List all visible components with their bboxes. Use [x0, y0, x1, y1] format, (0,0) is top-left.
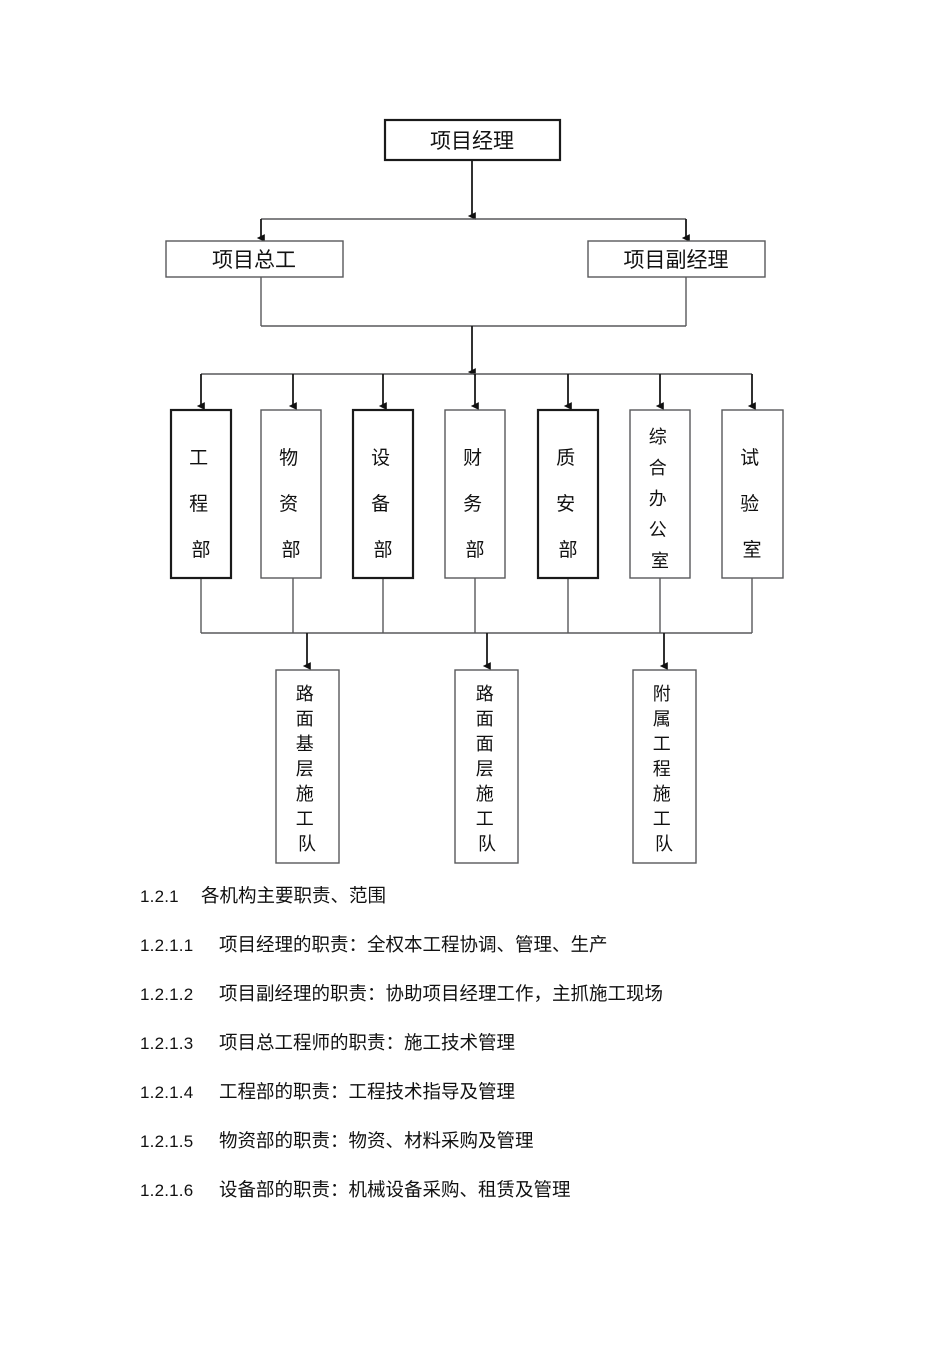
section-text: 项目副经理的职责：协助项目经理工作，主抓施工现场 [219, 985, 664, 1005]
section-text: 项目经理的职责：全权本工程协调、管理、生产 [219, 936, 608, 956]
node-label-pavement-base-team: 路 面 基 层 施 工 队 [296, 684, 319, 854]
node-label-deputy-project-manager: 项目副经理 [624, 248, 729, 272]
section-number: 1.2.1.2 [140, 985, 194, 1004]
section-paragraph-1-2-1-2: 1.2.1.2 项目副经理的职责：协助项目经理工作，主抓施工现场 [0, 970, 950, 1019]
section-number: 1.2.1 [140, 887, 179, 906]
section-text: 各机构主要职责、范围 [201, 887, 387, 907]
section-paragraph-1-2-1-4: 1.2.1.4 工程部的职责：工程技术指导及管理 [0, 1068, 950, 1117]
section-heading-1-2-1: 1.2.1 各机构主要职责、范围 [0, 872, 950, 921]
node-pavement-base-team[interactable]: 路 面 基 层 施 工 队 [275, 669, 340, 864]
section-number: 1.2.1.5 [140, 1132, 194, 1151]
node-finance-department[interactable]: 财 务 部 [444, 409, 506, 579]
section-text: 项目总工程师的职责：施工技术管理 [219, 1034, 516, 1054]
node-label-materials-department: 物 资 部 [279, 447, 303, 561]
section-number: 1.2.1.4 [140, 1083, 194, 1102]
node-pavement-surface-team[interactable]: 路 面 面 层 施 工 队 [454, 669, 519, 864]
section-paragraph-1-2-1-1: 1.2.1.1 项目经理的职责：全权本工程协调、管理、生产 [0, 921, 950, 970]
node-quality-safety-department[interactable]: 质 安 部 [536, 408, 600, 580]
node-equipment-department[interactable]: 设 备 部 [351, 408, 415, 580]
node-deputy-project-manager[interactable]: 项目副经理 [587, 240, 766, 278]
node-project-chief-engineer[interactable]: 项目总工 [165, 240, 344, 278]
node-label-project-manager: 项目经理 [430, 129, 514, 153]
section-number: 1.2.1.3 [140, 1034, 194, 1053]
node-general-office[interactable]: 综 合 办 公 室 [629, 409, 691, 579]
section-text: 工程部的职责：工程技术指导及管理 [219, 1083, 516, 1103]
section-text: 物资部的职责：物资、材料采购及管理 [219, 1132, 534, 1152]
node-label-ancillary-works-team: 附 属 工 程 施 工 队 [653, 684, 676, 854]
node-label-engineering-department: 工 程 部 [189, 448, 213, 561]
node-laboratory[interactable]: 试 验 室 [721, 409, 784, 579]
section-paragraph-1-2-1-3: 1.2.1.3 项目总工程师的职责：施工技术管理 [0, 1019, 950, 1068]
node-label-quality-safety-department: 质 安 部 [556, 447, 580, 561]
node-label-general-office: 综 合 办 公 室 [649, 427, 672, 571]
section-number: 1.2.1.6 [140, 1181, 194, 1200]
section-paragraph-1-2-1-5: 1.2.1.5 物资部的职责：物资、材料采购及管理 [0, 1117, 950, 1166]
node-label-finance-department: 财 务 部 [463, 447, 487, 561]
section-paragraph-1-2-1-6: 1.2.1.6 设备部的职责：机械设备采购、租赁及管理 [0, 1166, 950, 1215]
node-label-project-chief-engineer: 项目总工 [212, 248, 296, 272]
organization-chart: 项目经理 项目总工 项目副经理 工 程 部 [165, 118, 784, 864]
node-label-pavement-surface-team: 路 面 面 层 施 工 队 [476, 684, 499, 854]
section-number: 1.2.1.1 [140, 936, 194, 955]
node-label-equipment-department: 设 备 部 [371, 447, 395, 561]
section-text: 设备部的职责：机械设备采购、租赁及管理 [219, 1181, 571, 1201]
node-label-laboratory: 试 验 室 [740, 447, 764, 561]
node-ancillary-works-team[interactable]: 附 属 工 程 施 工 队 [632, 669, 697, 864]
node-materials-department[interactable]: 物 资 部 [260, 409, 322, 579]
chart-connectors [196, 160, 756, 670]
section-list: 1.2.1 各机构主要职责、范围 1.2.1.1 项目经理的职责：全权本工程协调… [0, 872, 950, 1215]
node-engineering-department[interactable]: 工 程 部 [169, 408, 233, 580]
node-project-manager[interactable]: 项目经理 [383, 118, 562, 162]
